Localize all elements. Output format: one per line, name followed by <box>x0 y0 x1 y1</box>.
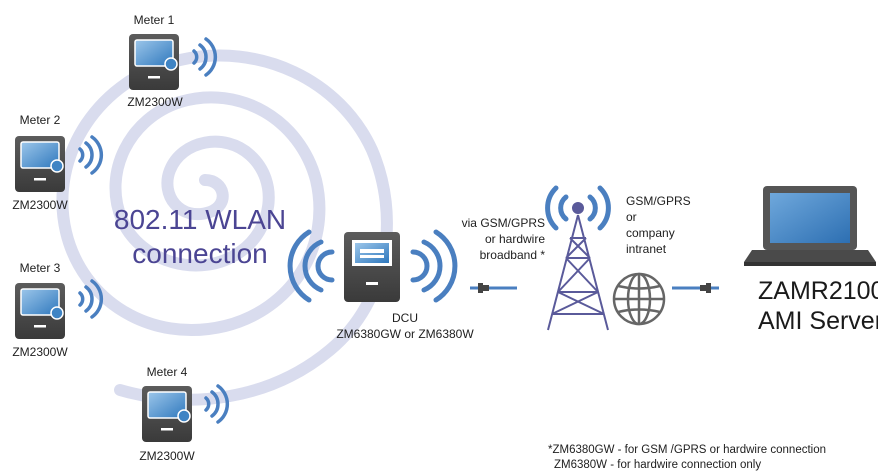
wlan-spiral <box>56 49 393 406</box>
network-line-3: company <box>626 226 675 240</box>
meter-1-label: Meter 1 <box>133 13 175 27</box>
meter-2-model: ZM2300W <box>12 198 68 212</box>
server-line-1: ZAMR2100 <box>758 277 878 305</box>
wlan-line-2: connection <box>132 238 268 269</box>
globe-icon <box>612 272 666 326</box>
wlan-title: 802.11 WLAN connection <box>100 203 300 271</box>
network-line-4: intranet <box>626 242 667 256</box>
wifi-signal-icon <box>78 135 104 175</box>
network-line-1: GSM/GPRS <box>626 194 691 208</box>
dcu-icon <box>344 232 400 302</box>
meter-icon <box>141 385 193 443</box>
laptop-icon <box>744 186 876 266</box>
cable-connector-icon <box>470 283 517 293</box>
network-caption: GSM/GPRS or company intranet <box>626 193 716 257</box>
meter-2-label: Meter 2 <box>19 113 61 127</box>
server-caption: ZAMR2100 AMI Server <box>758 276 878 336</box>
footnote: *ZM6380GW - for GSM /GPRS or hardwire co… <box>548 443 874 473</box>
dcu-models: ZM6380GW or ZM6380W <box>336 327 474 341</box>
network-line-2: or <box>626 210 637 224</box>
wifi-signal-icon <box>545 185 611 231</box>
meter-4-label: Meter 4 <box>146 365 188 379</box>
cable-connector-icon <box>672 283 719 293</box>
link-line-2: or hardwire <box>484 232 545 246</box>
meter-4-model: ZM2300W <box>139 449 195 463</box>
link-caption: via GSM/GPRS or hardwire broadband * <box>415 215 545 263</box>
meter-icon <box>14 135 66 193</box>
dcu-name: DCU <box>392 311 418 325</box>
dcu-caption: DCU ZM6380GW or ZM6380W <box>330 310 480 342</box>
server-line-2: AMI Server <box>758 307 878 335</box>
link-line-1: via GSM/GPRS <box>461 216 545 230</box>
wlan-line-1: 802.11 WLAN <box>113 204 287 235</box>
meter-3-label: Meter 3 <box>19 261 61 275</box>
meter-1-model: ZM2300W <box>127 95 183 109</box>
meter-icon <box>128 33 180 91</box>
meter-icon <box>14 282 66 340</box>
footnote-line-2: ZM6380W - for hardwire connection only <box>554 459 762 471</box>
tower-icon <box>547 202 609 331</box>
wifi-signal-icon <box>287 229 458 303</box>
wifi-signal-icon <box>204 384 230 424</box>
link-line-3: broadband * <box>479 248 545 262</box>
footnote-line-1: *ZM6380GW - for GSM /GPRS or hardwire co… <box>548 444 827 456</box>
meter-3-model: ZM2300W <box>12 345 68 359</box>
